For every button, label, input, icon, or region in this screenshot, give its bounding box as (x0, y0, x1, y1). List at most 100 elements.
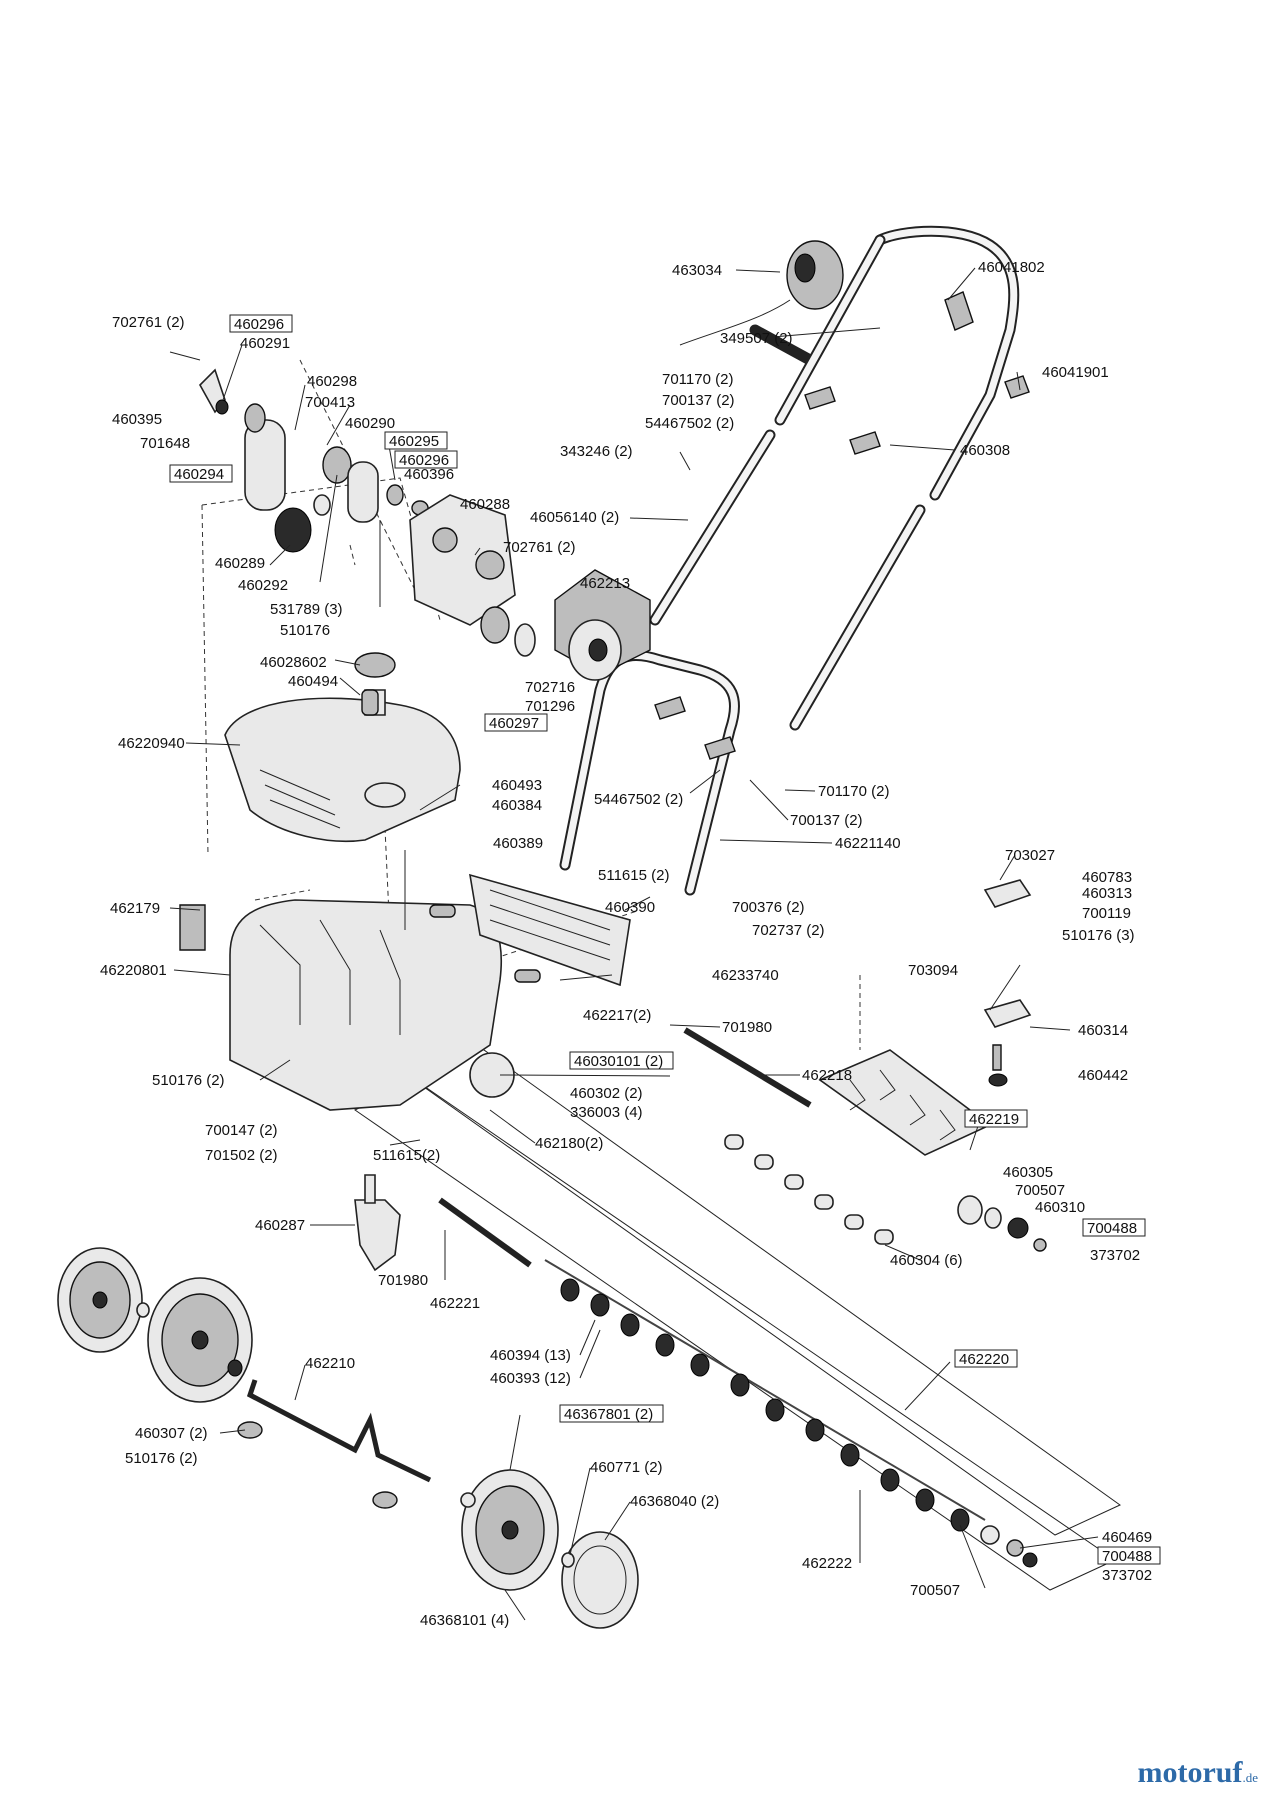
label-700147: 700147 (2) (205, 1122, 278, 1139)
label-511615-a: 511615 (2) (598, 867, 669, 884)
label-373702-a: 373702 (1090, 1247, 1140, 1264)
label-462222: 462222 (802, 1555, 852, 1572)
label-460296-b: 460296 (399, 452, 449, 469)
label-46056140: 46056140 (2) (530, 509, 619, 526)
label-460292: 460292 (238, 577, 288, 594)
height-adjust (683, 879, 1032, 1108)
label-460289: 460289 (215, 555, 265, 572)
label-702761-a: 702761 (2) (112, 314, 185, 331)
label-701170-a: 701170 (2) (662, 371, 733, 388)
label-460304: 460304 (6) (890, 1252, 963, 1269)
label-462210: 462210 (305, 1355, 355, 1372)
label-460395: 460395 (112, 411, 162, 428)
label-460291: 460291 (240, 335, 290, 352)
wheels (57, 1247, 639, 1629)
label-510176-a: 510176 (280, 622, 330, 639)
label-46368040: 46368040 (2) (630, 1493, 719, 1510)
rear-flap (469, 873, 631, 987)
label-462180: 462180(2) (535, 1135, 603, 1152)
label-701170-b: 701170 (2) (818, 783, 889, 800)
part-labels: 702761 (2) 460296 460291 460395 701648 4… (100, 259, 1161, 1629)
label-460290: 460290 (345, 415, 395, 432)
label-46028602: 46028602 (260, 654, 327, 671)
label-700507-b: 700507 (910, 1582, 960, 1599)
label-462218: 462218 (802, 1067, 852, 1084)
label-349507: 349507 (2) (720, 330, 793, 347)
motor (480, 569, 651, 681)
label-46220801: 46220801 (100, 962, 167, 979)
label-701648: 701648 (140, 435, 190, 452)
label-343246: 343246 (2) (560, 443, 633, 460)
label-460287: 460287 (255, 1217, 305, 1234)
label-460313: 460313 (1082, 885, 1132, 902)
label-462220: 462220 (959, 1351, 1009, 1368)
label-460384: 460384 (492, 797, 542, 814)
label-462217: 462217(2) (583, 1007, 651, 1024)
lower-handle (559, 649, 741, 896)
label-510176-c: 510176 (2) (152, 1072, 225, 1089)
label-462221: 462221 (430, 1295, 480, 1312)
label-510176-d: 510176 (2) (125, 1450, 198, 1467)
label-460294: 460294 (174, 466, 224, 483)
label-700488-b: 700488 (1102, 1548, 1152, 1565)
label-460308: 460308 (960, 442, 1010, 459)
label-460297: 460297 (489, 715, 539, 732)
label-460783: 460783 (1082, 869, 1132, 886)
label-460771: 460771 (2) (590, 1459, 663, 1476)
label-460288: 460288 (460, 496, 510, 513)
label-510176-b: 510176 (3) (1062, 927, 1135, 944)
label-460393: 460393 (12) (490, 1370, 571, 1387)
label-460307: 460307 (2) (135, 1425, 208, 1442)
rear-axle (237, 1379, 432, 1509)
label-460493: 460493 (492, 777, 542, 794)
belt-drive (199, 368, 516, 626)
label-46220940: 46220940 (118, 735, 185, 752)
upper-handle (749, 225, 1020, 501)
label-700137-a: 700137 (2) (662, 392, 735, 409)
label-511615-b: 511615(2) (373, 1147, 440, 1164)
label-460295: 460295 (389, 433, 439, 450)
label-460494: 460494 (288, 673, 338, 690)
label-460396: 460396 (404, 466, 454, 483)
label-460314: 460314 (1078, 1022, 1128, 1039)
label-460296-a: 460296 (234, 316, 284, 333)
label-460302: 460302 (2) (570, 1085, 643, 1102)
label-460305: 460305 (1003, 1164, 1053, 1181)
label-46368101: 46368101 (4) (420, 1612, 509, 1629)
height-lever (354, 1174, 401, 1272)
label-700376: 700376 (2) (732, 899, 805, 916)
brand-name: motoruf (1137, 1756, 1243, 1789)
label-46367801: 46367801 (2) (564, 1406, 653, 1423)
label-701980-a: 701980 (722, 1019, 772, 1036)
label-54467502-a: 54467502 (2) (645, 415, 734, 432)
cable-switch (679, 240, 1030, 399)
motor-hood (224, 652, 461, 843)
label-702761-b: 702761 (2) (503, 539, 576, 556)
label-460394: 460394 (13) (490, 1347, 571, 1364)
label-462219: 462219 (969, 1111, 1019, 1128)
label-700488-a: 700488 (1087, 1220, 1137, 1237)
label-46221140: 46221140 (835, 835, 901, 852)
label-700413: 700413 (305, 394, 355, 411)
label-462213: 462213 (580, 575, 630, 592)
label-701296: 701296 (525, 698, 575, 715)
label-700507-a: 700507 (1015, 1182, 1065, 1199)
label-460310: 460310 (1035, 1199, 1085, 1216)
label-460390: 460390 (605, 899, 655, 916)
label-463034: 463034 (672, 262, 722, 279)
label-700137-b: 700137 (2) (790, 812, 863, 829)
brand-tld: .de (1242, 1770, 1258, 1785)
chassis-deck (179, 899, 515, 1111)
label-46233740: 46233740 (712, 967, 779, 984)
label-46041901: 46041901 (1042, 364, 1109, 381)
label-703027: 703027 (1005, 847, 1055, 864)
label-54467502-b: 54467502 (2) (594, 791, 683, 808)
label-701502: 701502 (2) (205, 1147, 278, 1164)
label-702737: 702737 (2) (752, 922, 825, 939)
label-373702-b: 373702 (1102, 1567, 1152, 1584)
label-336003: 336003 (4) (570, 1104, 643, 1121)
label-701980-b: 701980 (378, 1272, 428, 1289)
label-46030101: 46030101 (2) (574, 1053, 663, 1070)
springs (361, 689, 541, 983)
